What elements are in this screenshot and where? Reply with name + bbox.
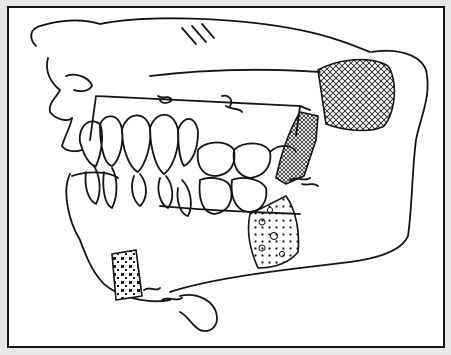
condyle-graft [318, 60, 394, 131]
chin-graft-block [112, 250, 142, 300]
figure-panel [8, 7, 444, 347]
